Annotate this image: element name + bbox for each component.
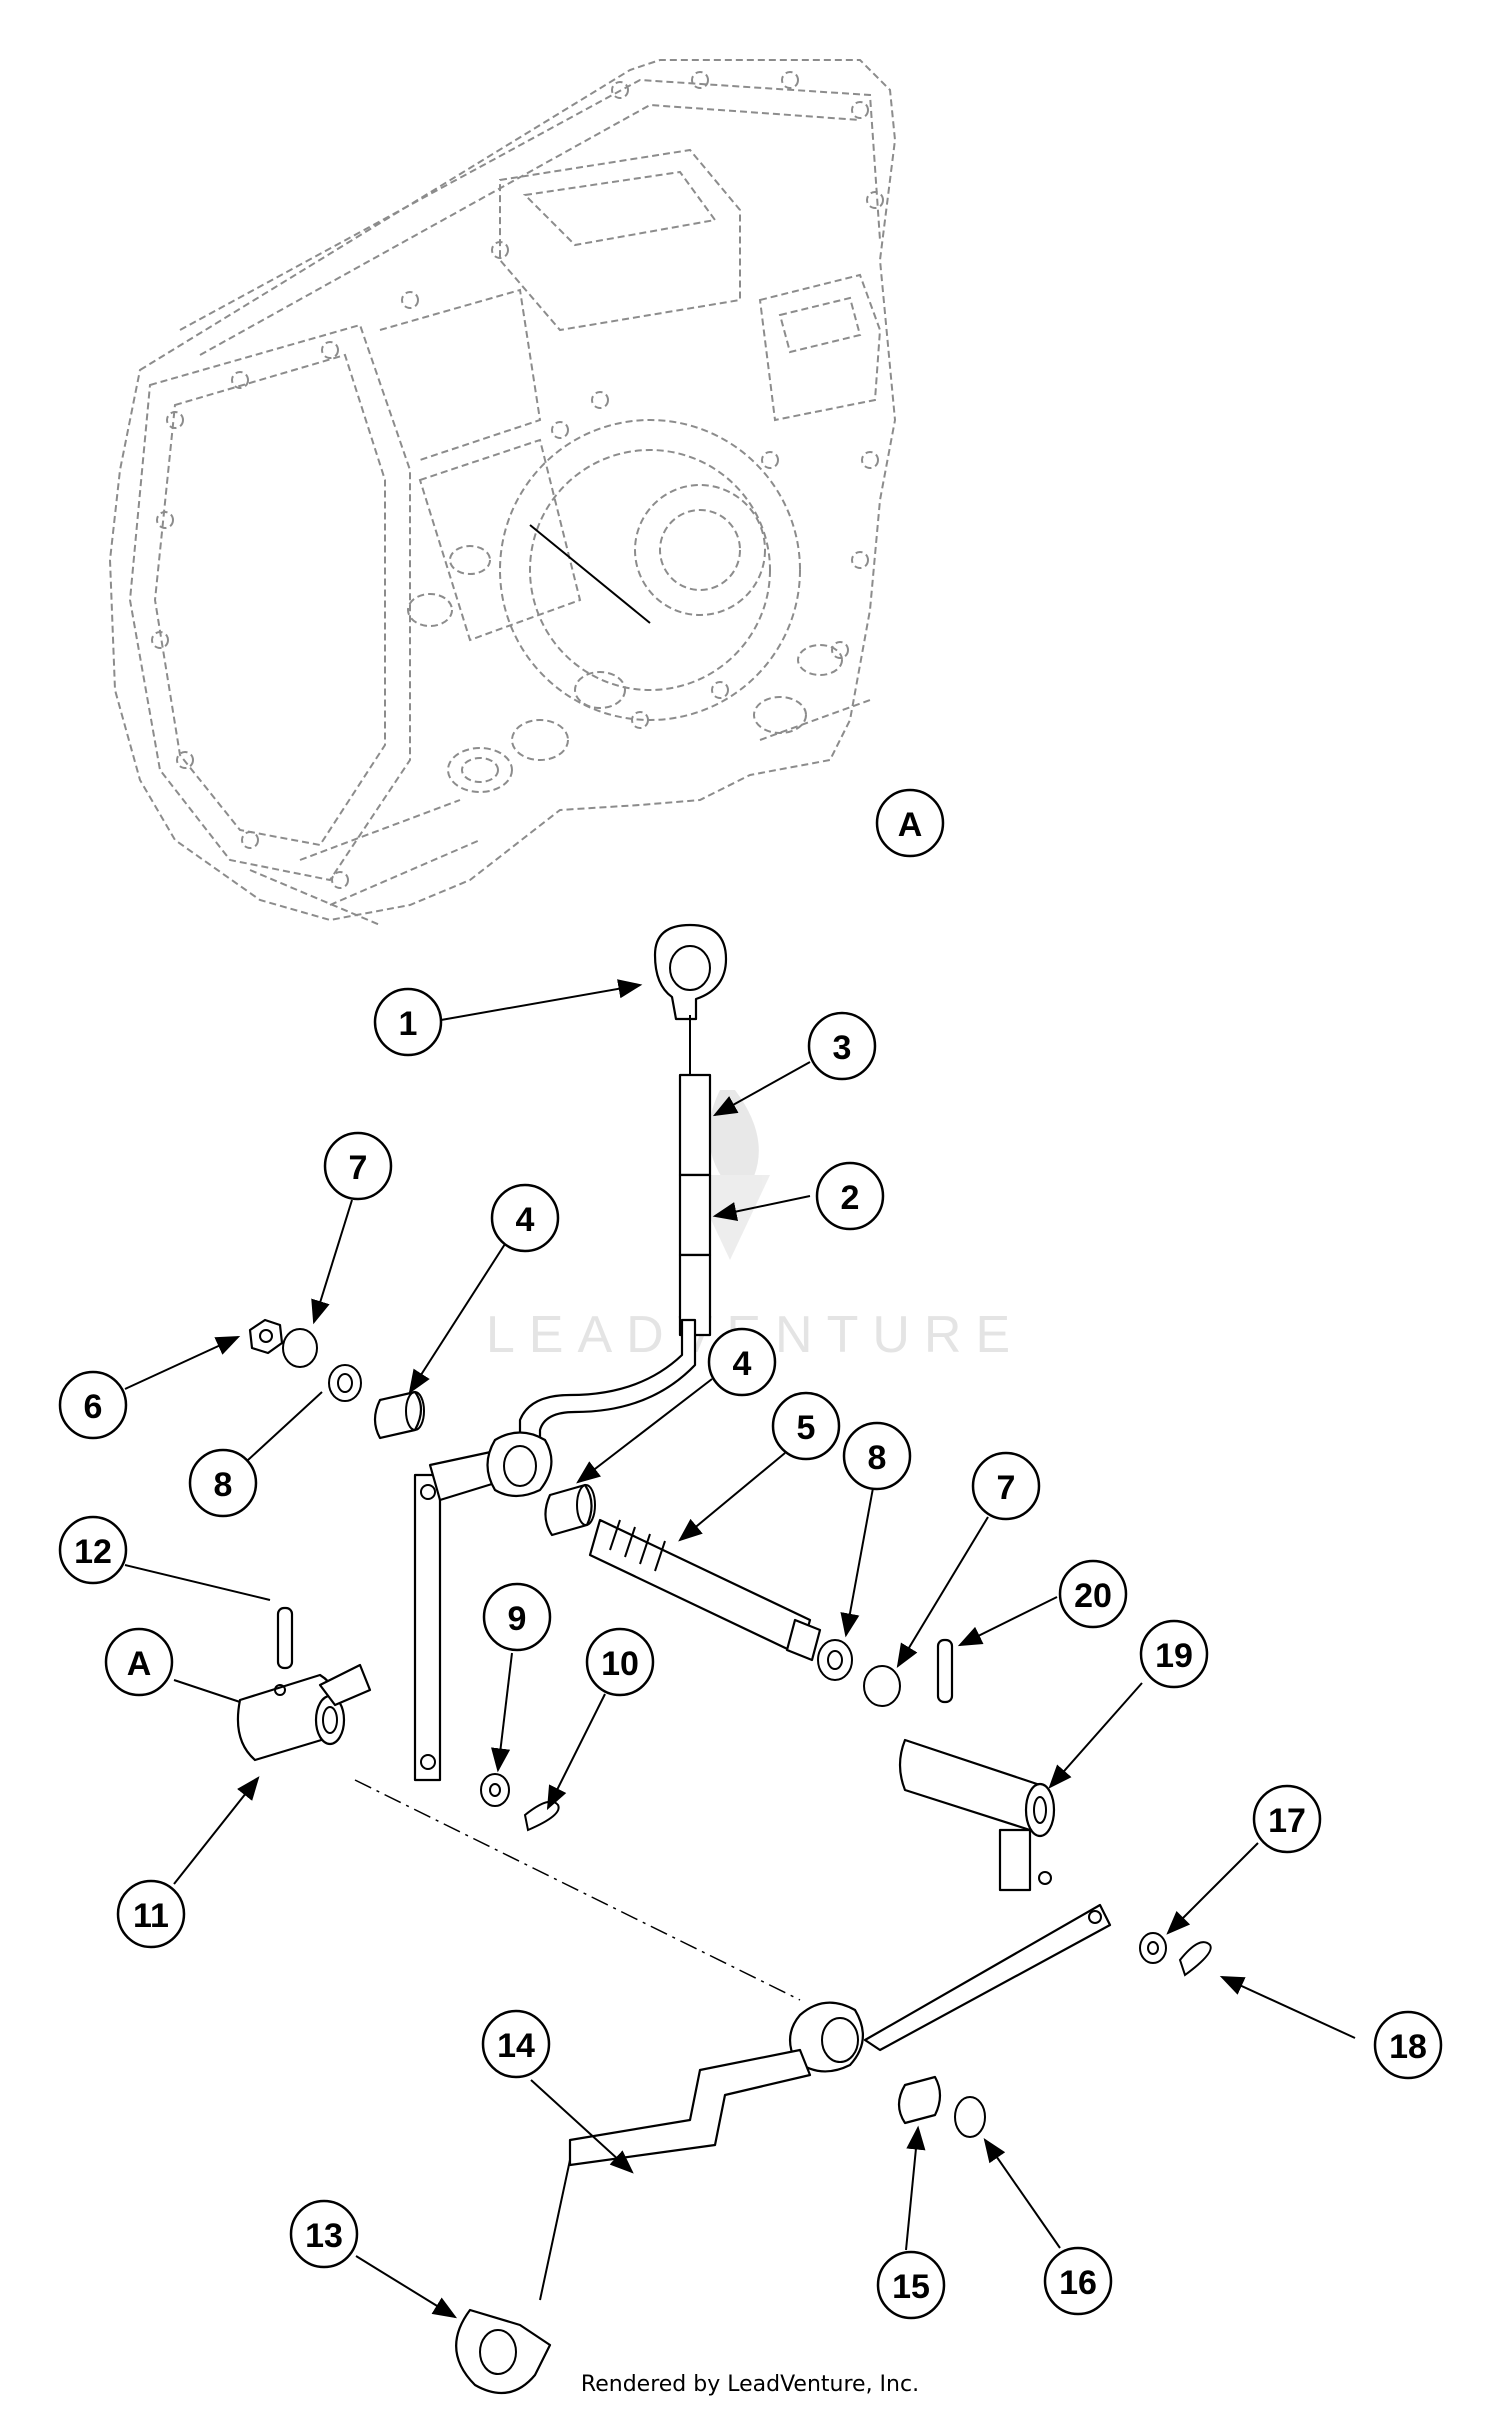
svg-text:10: 10 [601, 1645, 639, 1683]
part-9-washer [480, 1773, 510, 1807]
alignment-line [354, 1779, 801, 2001]
part-8-washer-right [817, 1639, 853, 1681]
part-19-cross-shaft [898, 1738, 1056, 1892]
svg-text:16: 16 [1059, 2264, 1097, 2302]
leader-lines [124, 524, 1356, 2319]
part-5-shaft [588, 1518, 822, 1662]
svg-text:19: 19 [1155, 1637, 1193, 1675]
part-2-3-shift-rods [678, 1015, 712, 1337]
part-15-bushing [897, 2075, 942, 2125]
part-6-nut [248, 1318, 284, 1355]
svg-text:12: 12 [74, 1533, 112, 1571]
part-7-clip-left [282, 1328, 318, 1368]
callout-20: 20 [1058, 1559, 1128, 1629]
callout-A-collar: A [104, 1627, 174, 1697]
callout-18: 18 [1373, 2010, 1443, 2080]
callout-1: 1 [373, 987, 443, 1057]
part-18-cotter-pin [1178, 1941, 1212, 1977]
svg-text:5: 5 [797, 1409, 816, 1447]
svg-text:A: A [898, 806, 923, 844]
callout-4-left: 4 [490, 1183, 560, 1253]
callout-3: 3 [807, 1011, 877, 1081]
part-13-rod-end [455, 2159, 571, 2395]
svg-text:1: 1 [399, 1005, 418, 1043]
part-7-clip-right [863, 1665, 901, 1707]
callout-12: 12 [58, 1515, 128, 1585]
part-17-washer [1139, 1932, 1167, 1964]
svg-text:8: 8 [868, 1439, 887, 1477]
callout-15: 15 [876, 2250, 946, 2320]
svg-text:14: 14 [497, 2027, 535, 2065]
callout-16: 16 [1043, 2246, 1113, 2316]
svg-text:6: 6 [84, 1388, 103, 1426]
part-14-lever [568, 1903, 1112, 2167]
callout-7-right: 7 [971, 1451, 1041, 1521]
svg-text:7: 7 [349, 1149, 368, 1187]
part-11-collar [236, 1663, 372, 1762]
svg-text:11: 11 [133, 1897, 169, 1935]
callout-17: 17 [1252, 1784, 1322, 1854]
svg-text:4: 4 [516, 1201, 535, 1239]
callout-10: 10 [585, 1627, 655, 1697]
svg-text:3: 3 [833, 1029, 852, 1067]
callout-6: 6 [58, 1370, 128, 1440]
svg-text:13: 13 [305, 2217, 343, 2255]
svg-text:9: 9 [508, 1600, 527, 1638]
watermark-logo: LEADVENTURE [486, 1090, 1010, 1364]
callout-19: 19 [1139, 1619, 1209, 1689]
svg-text:4: 4 [733, 1345, 752, 1383]
callout-9: 9 [482, 1582, 552, 1652]
svg-text:2: 2 [841, 1179, 860, 1217]
part-20-pin [936, 1638, 954, 1704]
shift-arm-assembly [413, 1431, 553, 1782]
callout-8-left: 8 [188, 1448, 258, 1518]
svg-text:7: 7 [997, 1469, 1016, 1507]
transmission-housing [108, 59, 897, 926]
callout-2: 2 [815, 1161, 885, 1231]
part-12-pin [276, 1606, 294, 1670]
callout-4-right: 4 [707, 1327, 777, 1397]
svg-text:17: 17 [1268, 1802, 1306, 1840]
svg-text:20: 20 [1074, 1577, 1112, 1615]
callout-8-right: 8 [842, 1421, 912, 1491]
callout-A-housing: A [875, 788, 945, 858]
callout-11: 11 [116, 1879, 186, 1949]
part-4-bushing-left [373, 1390, 425, 1440]
part-8-washer-left [328, 1364, 362, 1402]
callout-5: 5 [771, 1391, 841, 1461]
callout-14: 14 [481, 2009, 551, 2079]
svg-text:15: 15 [892, 2268, 930, 2306]
part-10-cotter-pin [523, 1800, 560, 1832]
svg-text:A: A [127, 1645, 152, 1683]
part-16-clip [954, 2096, 986, 2138]
callout-7-left: 7 [323, 1131, 393, 1201]
part-4-bushing-right [544, 1483, 596, 1537]
svg-text:8: 8 [214, 1466, 233, 1504]
footer-credit: Rendered by LeadVenture, Inc. [580, 2372, 920, 2397]
part-1-rod-end [653, 923, 728, 1021]
callout-13: 13 [289, 2199, 359, 2269]
svg-text:18: 18 [1389, 2028, 1427, 2066]
